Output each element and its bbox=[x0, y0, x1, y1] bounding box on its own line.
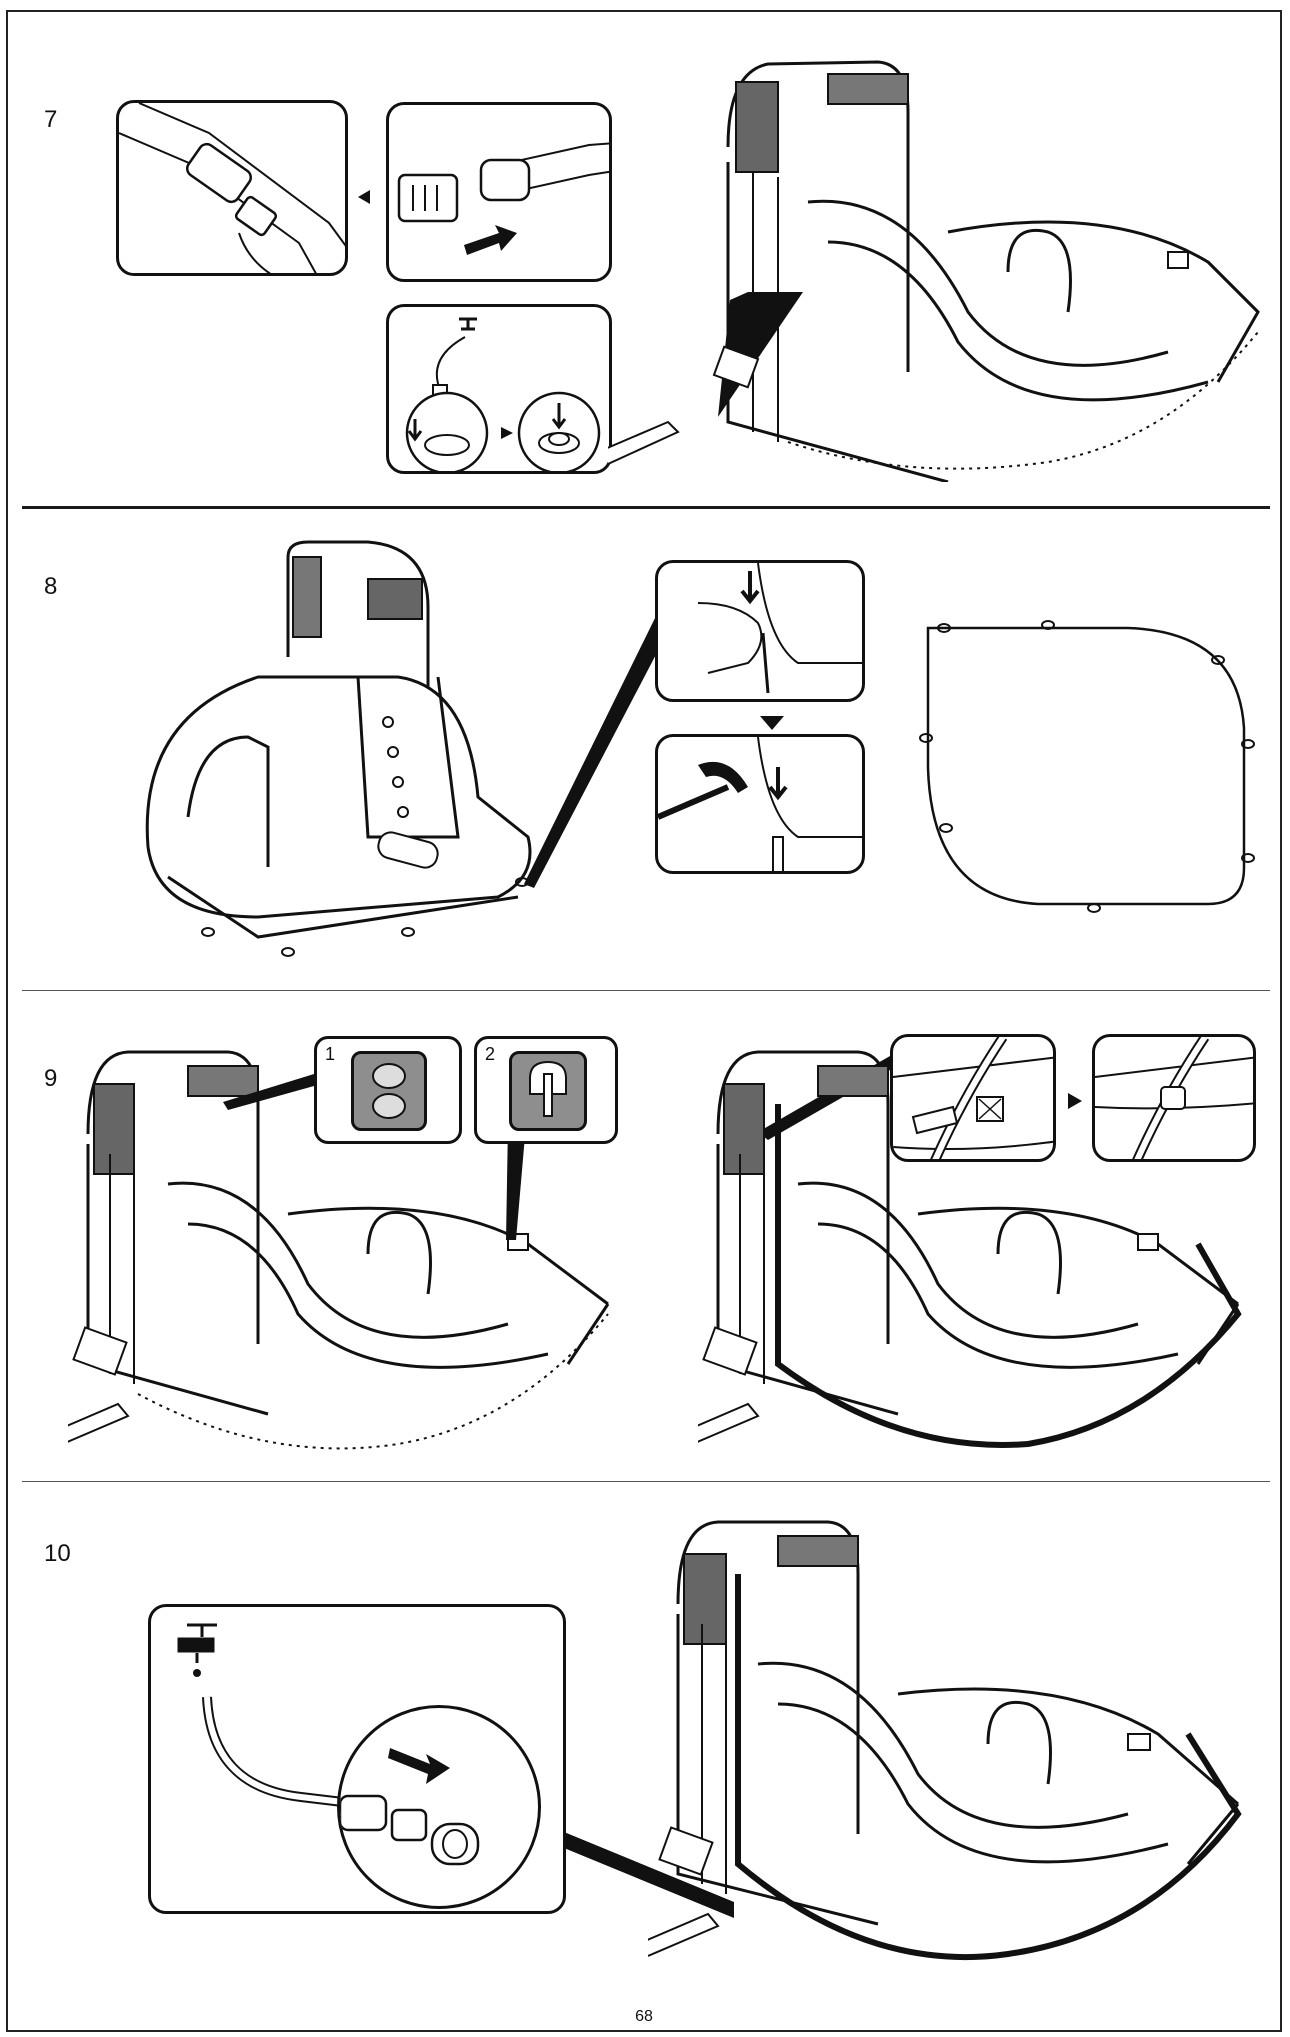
step-8-hammer-peg-callout bbox=[655, 734, 865, 874]
step-7-drain-valve-callout bbox=[386, 304, 612, 474]
step-10-slide-illustration bbox=[648, 1514, 1248, 1984]
step-9-rope-threading-callout bbox=[890, 1034, 1056, 1162]
inflatable-slide-drawing bbox=[608, 60, 1260, 482]
step-8-peg-insert-callout bbox=[655, 560, 865, 702]
step-10-number: 10 bbox=[44, 1540, 71, 1567]
single-valve-icon bbox=[529, 1060, 567, 1117]
step-7-waterslide-illustration bbox=[608, 52, 1268, 482]
step-9-number: 9 bbox=[44, 1065, 58, 1092]
step-9-valve-2-callout: 2 bbox=[474, 1036, 618, 1144]
inflatable-slide-with-hose-drawing bbox=[648, 1520, 1242, 1961]
inflatable-slide-front-drawing bbox=[145, 540, 532, 957]
step-9-slide-illustration-right bbox=[698, 1044, 1258, 1464]
hose-connector-drawing bbox=[340, 1748, 480, 1866]
faucet-hose-drawing bbox=[177, 1623, 352, 1808]
step-8-slide-front-illustration bbox=[138, 537, 538, 967]
callout-2-label: 2 bbox=[485, 1044, 496, 1064]
inflatable-slide-with-rope-drawing bbox=[698, 1050, 1242, 1448]
strap-buckle-drawing bbox=[119, 103, 345, 273]
divider-step-9-10 bbox=[22, 1481, 1270, 1482]
valve-2-tile bbox=[509, 1051, 587, 1131]
step-10-hose-connection-callout bbox=[148, 1604, 566, 1914]
hose-connector-zoom-circle bbox=[337, 1705, 541, 1909]
valve-1-tile bbox=[351, 1051, 427, 1131]
step-8-peg-layout-diagram bbox=[908, 608, 1268, 918]
buckle-connect-drawing bbox=[397, 142, 609, 255]
page-number: 68 bbox=[635, 2008, 653, 2025]
drain-valve-drawing bbox=[405, 317, 601, 471]
instruction-page: 7 8 9 10 bbox=[6, 10, 1282, 2032]
divider-step-7-8 bbox=[22, 506, 1270, 509]
step-8-number: 8 bbox=[44, 573, 58, 600]
callout-1-label: 1 bbox=[325, 1044, 336, 1064]
step-9-rope-tied-callout bbox=[1092, 1034, 1256, 1162]
hammer-peg-drawing bbox=[658, 737, 862, 871]
twin-valve-icon bbox=[372, 1063, 406, 1119]
step-9-valve-1-callout: 1 bbox=[314, 1036, 462, 1144]
rope-tied-drawing bbox=[1095, 1037, 1253, 1159]
divider-step-8-9 bbox=[22, 990, 1270, 991]
peg-insert-drawing bbox=[697, 563, 862, 694]
step-7-number: 7 bbox=[44, 106, 58, 133]
rope-threading-drawing bbox=[893, 1037, 1053, 1159]
step-7-buckle-connect-callout bbox=[386, 102, 612, 282]
step-7-strap-buckle-callout bbox=[116, 100, 348, 276]
peg-layout-outline bbox=[919, 620, 1255, 913]
